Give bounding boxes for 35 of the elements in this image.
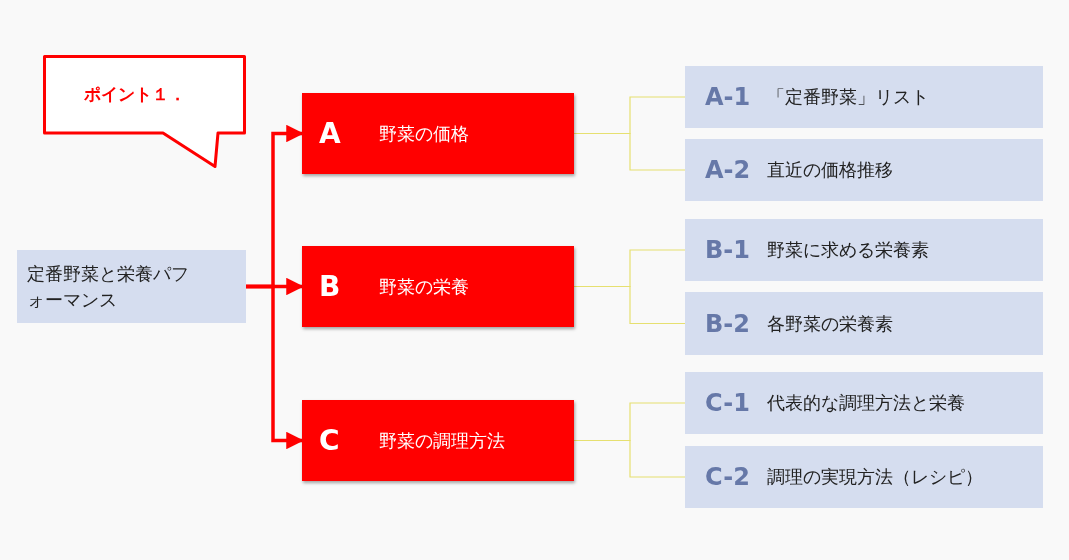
subtopic-title: 直近の価格推移 xyxy=(767,158,893,182)
topic-box xyxy=(17,250,246,323)
category-box xyxy=(302,93,574,174)
category-box xyxy=(302,400,574,481)
subtopic-code: C-1 xyxy=(705,389,751,417)
topic-text: 定番野菜と栄養パフォーマンス xyxy=(27,261,189,312)
subtopic-box xyxy=(685,292,1043,355)
category-letter: A xyxy=(319,117,342,150)
connector-line xyxy=(573,132,686,171)
subtopic-title: 調理の実現方法（レシピ） xyxy=(767,465,983,489)
subtopic-code: B-1 xyxy=(705,236,751,264)
category-title: 野菜の調理方法 xyxy=(379,428,505,453)
subtopic-code: C-2 xyxy=(705,463,751,491)
subtopic-title: 「定番野菜」リスト xyxy=(767,85,929,109)
subtopic-title: 代表的な調理方法と栄養 xyxy=(767,391,965,415)
subtopic-box xyxy=(685,139,1043,201)
callout-text: ポイント１． xyxy=(82,82,187,106)
category-letter: B xyxy=(319,270,342,303)
subtopic-box xyxy=(685,372,1043,434)
subtopic-title: 野菜に求める栄養素 xyxy=(767,238,929,262)
subtopic-title: 各野菜の栄養素 xyxy=(767,311,893,336)
subtopic-code: B-2 xyxy=(705,309,751,338)
category-letter: C xyxy=(319,424,341,457)
category-title: 野菜の価格 xyxy=(379,121,469,146)
connector-line xyxy=(573,439,686,478)
connector-line xyxy=(573,285,686,325)
subtopic-box xyxy=(685,66,1043,128)
category-box xyxy=(302,246,574,327)
subtopic-box xyxy=(685,446,1043,508)
subtopic-code: A-2 xyxy=(705,156,752,184)
subtopic-box xyxy=(685,219,1043,281)
subtopic-code: A-1 xyxy=(705,83,752,111)
arrow xyxy=(246,284,304,450)
category-title: 野菜の栄養 xyxy=(379,274,469,299)
speech-bubble xyxy=(43,55,246,168)
